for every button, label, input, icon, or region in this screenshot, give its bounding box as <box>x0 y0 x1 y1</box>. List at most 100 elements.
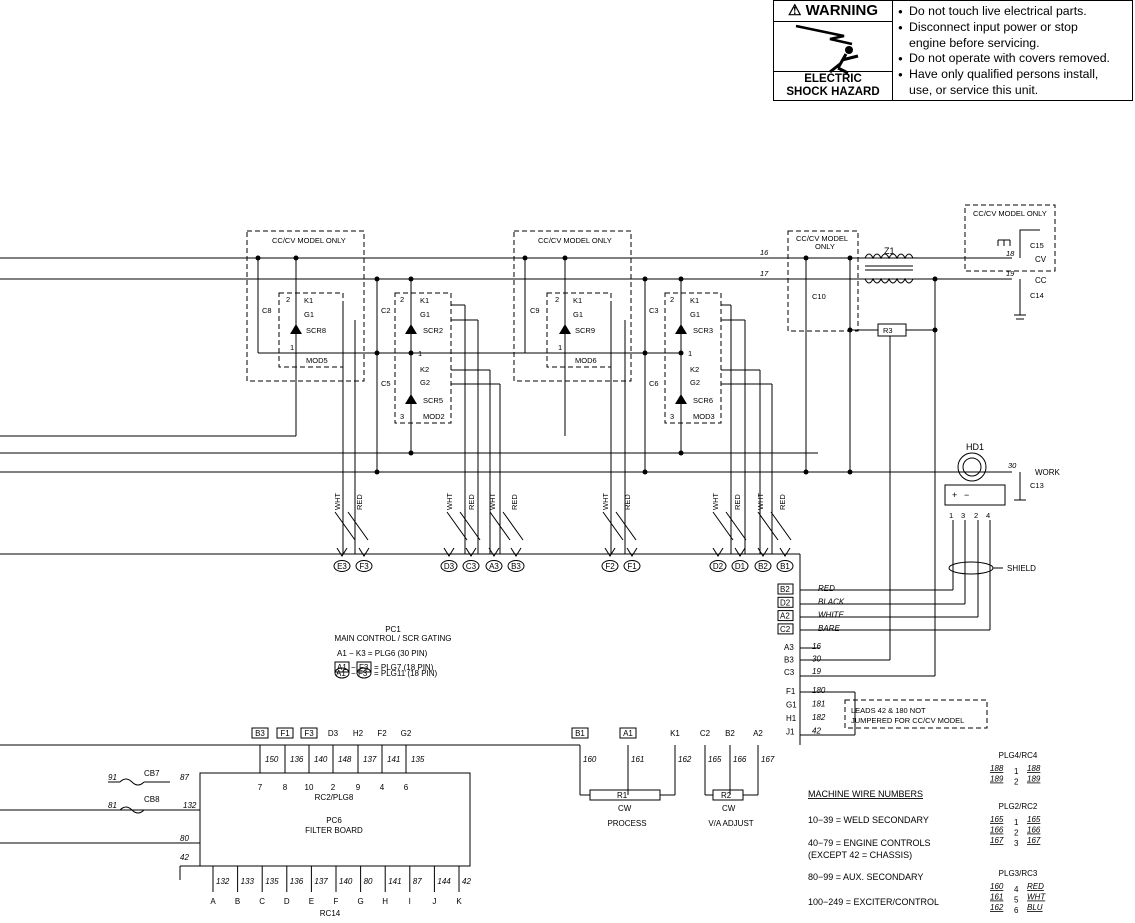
wire-number: 132 <box>216 877 230 886</box>
wire-number: 140 <box>339 877 353 886</box>
twisted-pair-labels: WHT RED WHT RED WHT RED WHT RED WHT RED … <box>333 493 787 510</box>
machine-wire-numbers: MACHINE WIRE NUMBERS 10−39 = WELD SECOND… <box>808 789 939 907</box>
wire-color-label: RED <box>818 584 835 593</box>
wire-color-label: BARE <box>818 624 840 633</box>
pot-pin-label: B2 <box>725 729 735 738</box>
plug-pin-label: D2 <box>713 562 724 571</box>
pc1-line-3a: A1 <box>336 669 346 678</box>
k1-label: K1 <box>304 296 313 305</box>
terminal-work: WORK <box>1035 468 1061 477</box>
plug-pin-label: C3 <box>466 562 477 571</box>
wire-number: 165 <box>1027 815 1041 824</box>
wire-number: 133 <box>241 877 255 886</box>
pc1-line-2c: = PLG7 (18 PIN) <box>374 663 434 672</box>
plug-pin-a3: A3 <box>485 547 503 572</box>
wire-number: 80 <box>364 877 373 886</box>
wht-label: WHT <box>488 493 497 510</box>
wire-number: 182 <box>812 713 826 722</box>
cap-c15: C15 <box>1030 241 1044 250</box>
wire-16: 16 <box>760 248 769 257</box>
pin-number: 1 <box>1014 818 1019 827</box>
pc1-line-3c: = PLG11 (18 PIN) <box>374 669 438 678</box>
cap-c9: C9 <box>530 306 540 315</box>
leads-note-1: LEADS 42 & 180 NOT <box>851 706 926 715</box>
cap-c3: C3 <box>649 306 659 315</box>
pc1-dash: − <box>351 663 356 672</box>
plug-pin-b3: B3 <box>507 547 525 572</box>
pin-2: 2 <box>670 295 674 304</box>
connector-pin-label: G1 <box>786 701 797 710</box>
electric-shock-icon <box>795 24 859 74</box>
pc6-labels: RC2/PLG8 PC6 FILTER BOARD CB7 CB8 91 87 … <box>108 769 363 918</box>
wire-number: RED <box>1027 882 1044 891</box>
wht-label: WHT <box>445 493 454 510</box>
connector-pin-label: F1 <box>786 687 796 696</box>
wire-80: 80 <box>180 834 189 843</box>
plug-pin-label: A3 <box>489 562 499 571</box>
plug-pin-label: D3 <box>444 562 455 571</box>
plug-pin-e3: E3 <box>333 547 351 572</box>
pin-number: 4 <box>1014 885 1019 894</box>
wire-81: 81 <box>108 801 117 810</box>
warning-item-continued: engine before servicing. <box>909 35 1040 50</box>
scr3-label: SCR3 <box>693 326 713 335</box>
plug-pin-label: F2 <box>605 562 615 571</box>
wire-number: 165 <box>990 815 1004 824</box>
rc14-pin-label: K <box>456 897 462 906</box>
plug-pin-label: F3 <box>359 562 369 571</box>
pin-1: 1 <box>418 349 422 358</box>
pin-number: 8 <box>283 783 288 792</box>
terminal-cc: CC <box>1035 276 1047 285</box>
ccv-label-1: CC/CV MODEL ONLY <box>272 236 346 245</box>
rc14-pin-label: J <box>432 897 436 906</box>
warning-item-continued: use, or service this unit. <box>909 82 1039 97</box>
wire-number: 160 <box>583 755 597 764</box>
pin-2: 2 <box>400 295 404 304</box>
g1-label: G1 <box>690 310 700 319</box>
wire-number: 135 <box>411 755 425 764</box>
cap-c14: C14 <box>1030 291 1044 300</box>
wire-19: 19 <box>1006 269 1015 278</box>
hd1-minus: − <box>964 490 969 500</box>
plug-pin-label: D1 <box>735 562 746 571</box>
k1-label: K1 <box>420 296 429 305</box>
pc6-pin-label: F3 <box>304 729 314 738</box>
rc14-pin-label: A <box>210 897 216 906</box>
rc14-pin-label: B <box>235 897 240 906</box>
pc1-line-1: A1 − K3 = PLG6 (30 PIN) <box>337 649 428 658</box>
shield-label: SHIELD <box>1007 564 1036 573</box>
wire-number: 150 <box>265 755 279 764</box>
scr9-label: SCR9 <box>575 326 595 335</box>
warning-item: Do not touch live electrical parts. <box>898 4 1110 20</box>
resistor-r3: R3 <box>883 326 893 335</box>
hazard-line-1: ELECTRIC <box>804 73 862 85</box>
scr2-label: SCR2 <box>423 326 443 335</box>
rc14-pin-label: C <box>259 897 265 906</box>
pc1-title: PC1 <box>385 625 401 634</box>
pin-3: 3 <box>670 412 674 421</box>
plug-pin-d1: D1 <box>731 547 749 572</box>
pot-pin-label: A1 <box>623 729 633 738</box>
plug-pin-d3: D3 <box>440 547 458 572</box>
red-label: RED <box>623 494 632 510</box>
pin-number: 6 <box>1014 906 1019 915</box>
pc6-title: PC6 <box>326 816 342 825</box>
g1-label: G1 <box>573 310 583 319</box>
wire-number: 162 <box>990 903 1004 912</box>
wht-label: WHT <box>711 493 720 510</box>
pc6-top-pins: B31507F11368F314010D31482H21379F21414G21… <box>251 727 425 792</box>
pot-r2: R2 <box>721 791 732 800</box>
cap-c10: C10 <box>812 292 826 301</box>
pin-number: 4 <box>380 783 385 792</box>
wire-number: 166 <box>733 755 747 764</box>
pin-number: 1 <box>1014 767 1019 776</box>
wire-number: 166 <box>990 826 1004 835</box>
wire-number: 30 <box>812 655 821 664</box>
wire-number: 42 <box>812 727 821 736</box>
pc6-pin-label: F1 <box>280 729 290 738</box>
cap-c5: C5 <box>381 379 391 388</box>
rc14-pin-label: H <box>382 897 388 906</box>
connector-pin-label: A2 <box>780 612 790 621</box>
pin-1: 1 <box>688 349 692 358</box>
